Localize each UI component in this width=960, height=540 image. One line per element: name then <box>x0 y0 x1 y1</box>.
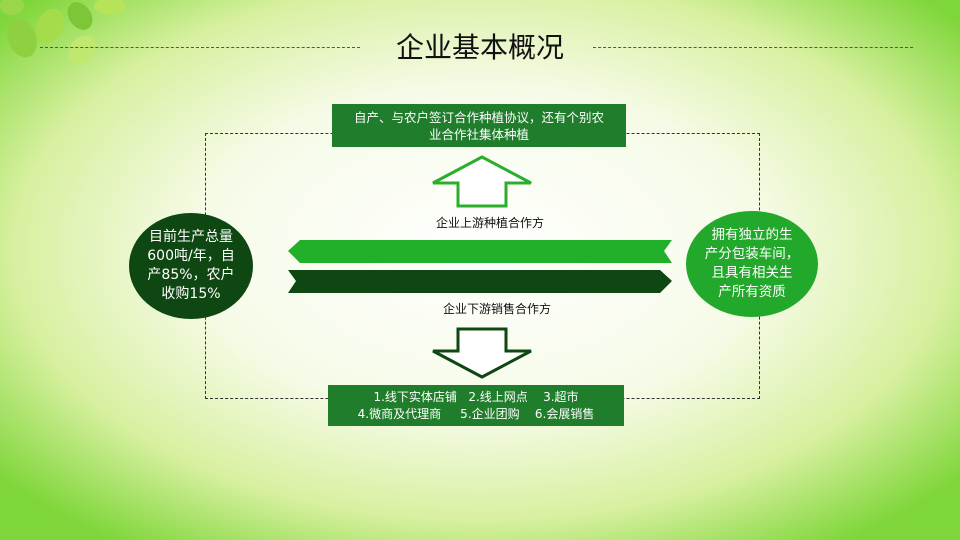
up-arrow-icon <box>432 155 532 208</box>
left-arrow-band <box>288 240 672 263</box>
circle-text: 600吨/年，自 <box>147 248 235 264</box>
circle-text: 收购15% <box>161 286 221 302</box>
top-box-line: 自产、与农户签订合作种植协议，还有个别农 <box>353 109 604 125</box>
leaves-decoration-icon <box>0 0 126 65</box>
flow-bands <box>288 240 672 293</box>
top-box-line: 业合作社集体种植 <box>428 126 529 142</box>
page-title: 企业基本概况 <box>395 31 564 64</box>
circle-text: 产所有资质 <box>718 284 786 300</box>
downstream-label: 企业下游销售合作方 <box>442 302 551 316</box>
down-arrow-icon <box>432 327 532 379</box>
circle-text: 拥有独立的生 <box>711 227 793 243</box>
upstream-info-box: 自产、与农户签订合作种植协议，还有个别农业合作社集体种植 <box>332 104 626 147</box>
bottom-box-line: 1.线下实体店铺 2.线上网点 3.超市 <box>373 389 579 404</box>
downstream-info-box: 1.线下实体店铺 2.线上网点 3.超市 4.微商及代理商 5.企业团购 6.会展… <box>328 385 624 426</box>
bottom-box-line: 4.微商及代理商 5.企业团购 6.会展销售 <box>357 406 595 421</box>
circle-text: 产分包装车间， <box>704 246 800 262</box>
upstream-label: 企业上游种植合作方 <box>435 216 544 230</box>
title-divider-right <box>593 47 913 48</box>
circle-text: 产85%，农户 <box>147 267 235 283</box>
qualification-circle: 拥有独立的生产分包装车间， 且具有相关生产所有资质 <box>686 211 818 317</box>
title-divider-left <box>40 47 360 48</box>
production-circle: 目前生产总量 600吨/年，自产85%，农户收购15% <box>129 213 253 319</box>
circle-text: 且具有相关生 <box>711 265 793 281</box>
circle-text: 目前生产总量 <box>148 229 233 245</box>
right-arrow-band <box>288 270 672 293</box>
